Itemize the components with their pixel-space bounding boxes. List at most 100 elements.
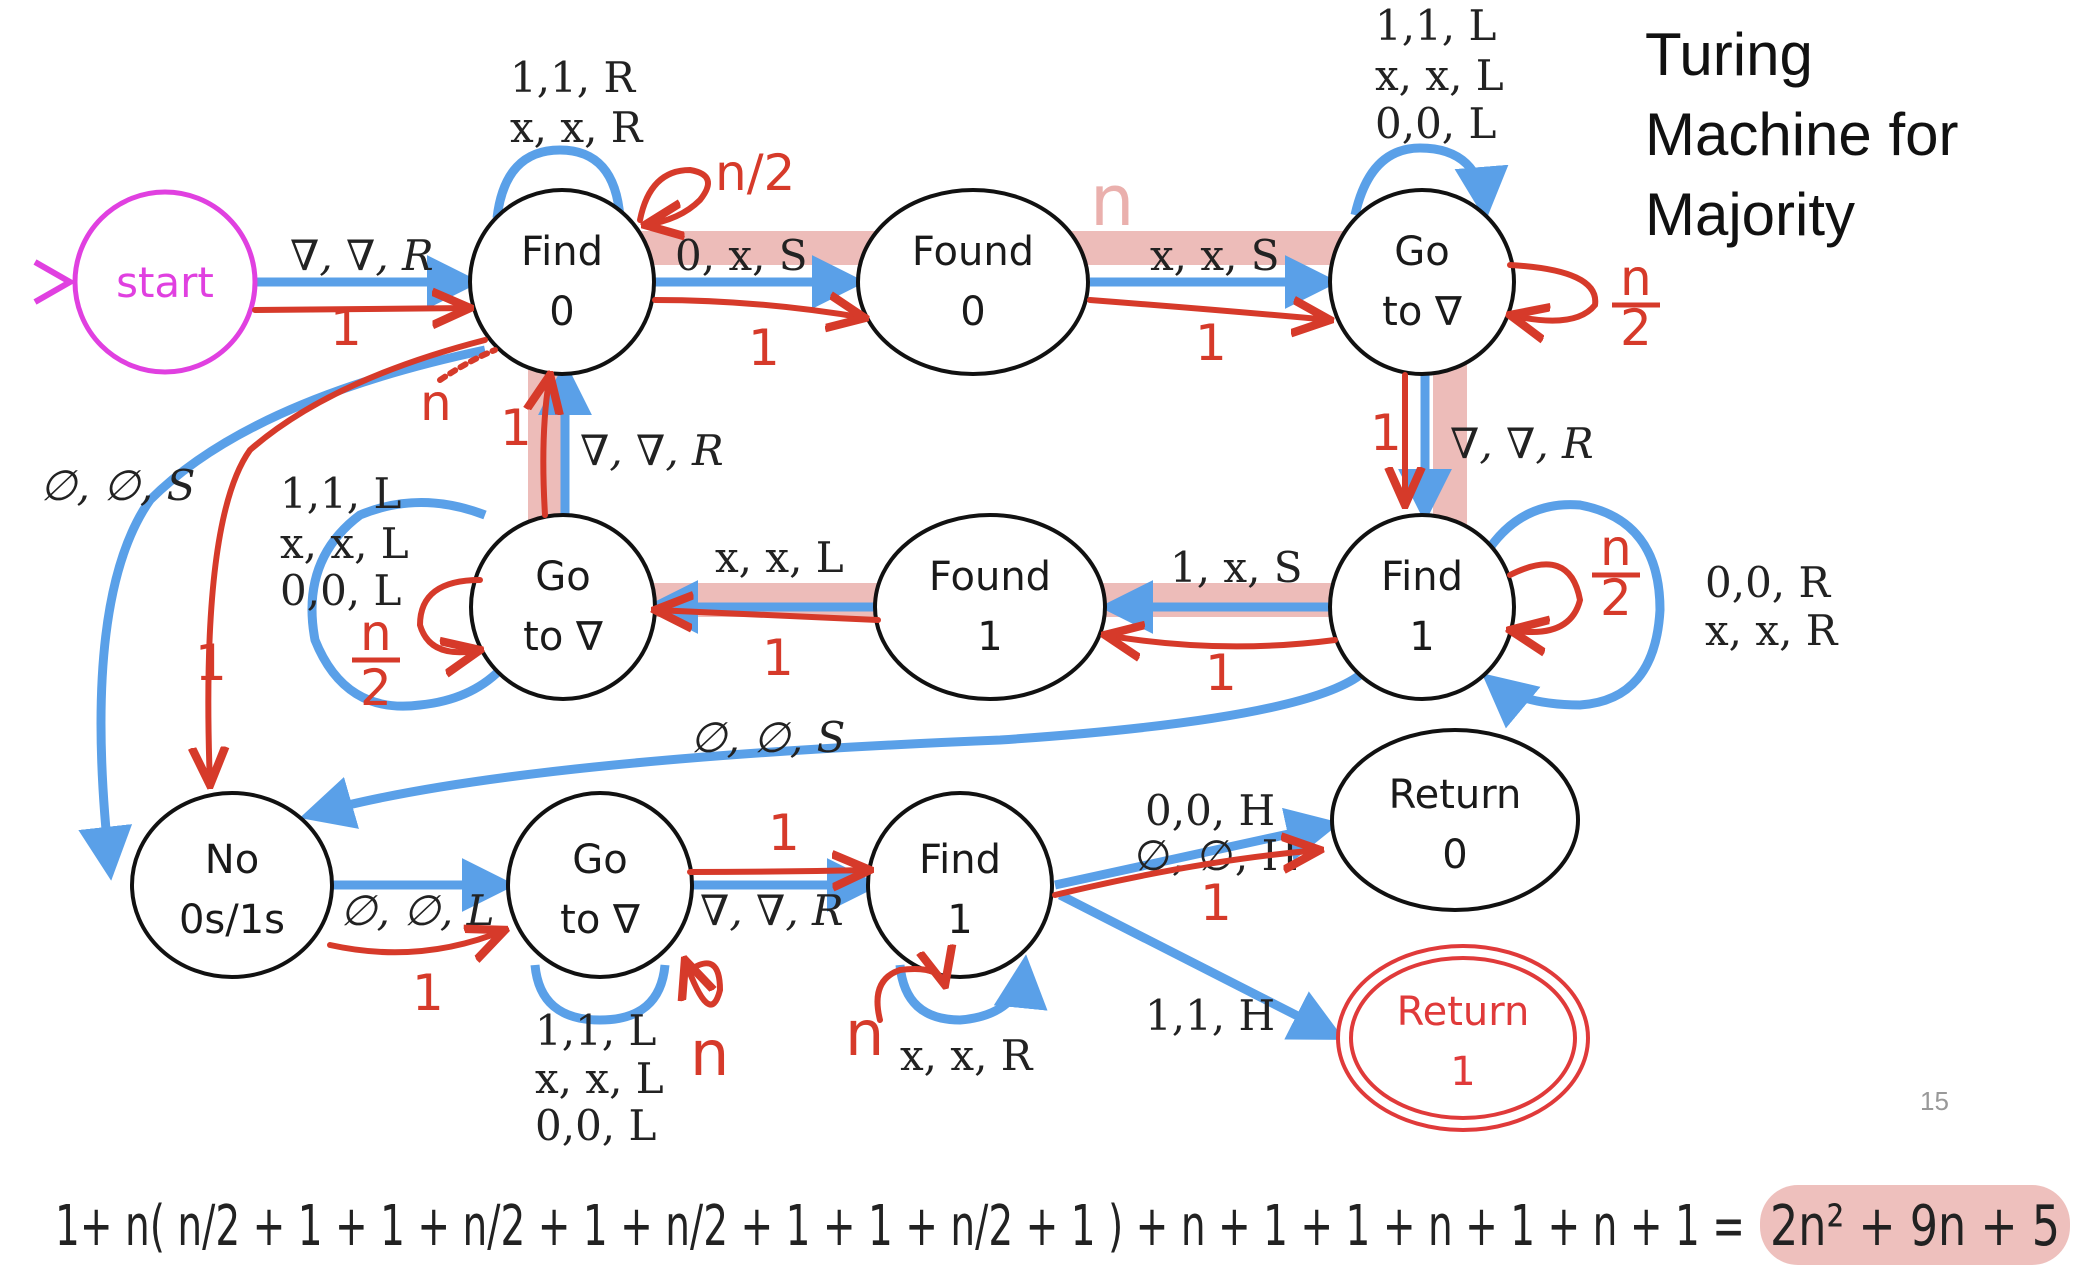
label-goto-mid-loop-2: x, x, L <box>280 519 409 568</box>
anno-frac-mid-num: n <box>360 604 392 662</box>
state-goto-mid-line1: Go <box>535 554 590 600</box>
edge-findbot-return1 <box>1057 890 1345 1040</box>
equation: 1+ n( n/2 + 1 + 1 + n/2 + 1 + n/2 + 1 + … <box>55 1194 2060 1259</box>
loop-goto-top <box>1350 143 1509 221</box>
state-found0: Found 0 <box>856 188 1090 376</box>
state-goto-top-line2: to ∇ <box>1382 289 1462 335</box>
state-return1-line2: 1 <box>1450 1049 1475 1095</box>
state-return1: Return 1 <box>1336 944 1590 1132</box>
state-goto-mid-line2: to ∇ <box>523 614 603 660</box>
label-gotobot-loop-3: 0,0, L <box>535 1101 656 1150</box>
label-findbot-return1: 1,1, H <box>1145 991 1275 1040</box>
anno-one-goto: 1 <box>1370 404 1402 462</box>
state-find0-line1: Find <box>521 229 603 275</box>
label-goto-top-loop-2: x, x, L <box>1375 51 1504 100</box>
state-find0: Find 0 <box>468 188 656 376</box>
state-goto-bot: Go to ∇ <box>506 791 694 979</box>
edge-find1-no <box>299 671 1363 829</box>
label-start-find0: ∇, ∇, R <box>290 231 434 280</box>
anno-one-find1: 1 <box>1205 644 1237 702</box>
label-findbot-return0-1: 0,0, H <box>1145 786 1275 835</box>
label-find1-found1: 1, x, S <box>1170 543 1303 592</box>
title-line-2: Machine for <box>1645 101 1958 168</box>
loop-find1-mid <box>1481 500 1665 729</box>
anno-frac-top-num: n <box>1620 249 1652 307</box>
state-find1-mid-line1: Find <box>1381 554 1463 600</box>
pink-n-label: n <box>1090 160 1134 242</box>
label-goto-find1: ∇, ∇, R <box>1450 419 1594 468</box>
loop-goto-bot <box>530 964 670 1025</box>
state-find1-bot: Find 1 <box>866 791 1054 979</box>
title-line-3: Majority <box>1645 181 1855 248</box>
anno-frac-top-den: 2 <box>1620 299 1652 357</box>
anno-frac-find1-den: 2 <box>1600 569 1632 627</box>
state-find0-line2: 0 <box>549 289 574 335</box>
state-no-line1: No <box>205 837 259 883</box>
label-goto-mid-loop-3: 0,0, L <box>280 566 401 615</box>
title-line-1: Turing <box>1645 21 1813 88</box>
state-goto-bot-line1: Go <box>572 837 627 883</box>
label-gotobot-loop-2: x, x, L <box>535 1054 664 1103</box>
label-gotobot-loop-1: 1,1, L <box>535 1006 656 1055</box>
state-no-line2: 0s/1s <box>179 897 285 943</box>
state-find1-mid: Find 1 <box>1328 513 1516 701</box>
result-highlight <box>1760 1185 2070 1265</box>
state-no: No 0s/1s <box>130 791 334 979</box>
anno-n-findbot: n <box>845 997 884 1070</box>
label-find1-no: ∅, ∅, S <box>690 713 845 762</box>
state-goto-top-line1: Go <box>1394 229 1449 275</box>
states: start Find 0 Found 0 Go to ∇ Go to ∇ <box>33 188 1590 1132</box>
loop-find0 <box>492 145 625 219</box>
state-found0-line2: 0 <box>960 289 985 335</box>
page-number: 15 <box>1920 1086 1949 1116</box>
slide-title: Turing Machine for Majority <box>1645 21 1958 248</box>
anno-n-gotobot: n <box>690 1017 729 1090</box>
state-return0-line2: 0 <box>1442 832 1467 878</box>
anno-one-nogoto: 1 <box>412 964 444 1022</box>
label-find0-found0: 0, x, S <box>675 231 808 280</box>
anno-one-no: 1 <box>195 634 227 692</box>
label-find1-loop-2: x, x, R <box>1705 606 1839 655</box>
anno-one-gotomid: 1 <box>500 399 532 457</box>
state-return1-line1: Return <box>1397 989 1530 1035</box>
label-no-gotobot: ∅, ∅, L <box>340 886 494 935</box>
label-find0-no: ∅, ∅, S <box>40 461 195 510</box>
state-find1-bot-line1: Find <box>919 837 1001 883</box>
red-annotation-labels: 1 1 1 1 1 1 1 1 1 1 1 n/2 n n n n 2 n 2 … <box>195 144 1660 1090</box>
anno-one-found1: 1 <box>762 629 794 687</box>
anno-one-find0: 1 <box>748 319 780 377</box>
state-goto-mid: Go to ∇ <box>469 513 657 701</box>
anno-frac-find1-num: n <box>1600 519 1632 577</box>
state-return0-line1: Return <box>1389 772 1522 818</box>
label-find0-loop-2: x, x, R <box>510 103 644 152</box>
red-annotations <box>208 166 1599 1023</box>
label-gotobot-findbot: ∇, ∇, R <box>700 886 844 935</box>
label-goto-top-loop-3: 0,0, L <box>1375 99 1496 148</box>
anno-one-found0: 1 <box>1195 314 1227 372</box>
anno-one-gotobot: 1 <box>768 804 800 862</box>
label-found1-goto: x, x, L <box>715 533 844 582</box>
loop-findbot <box>895 954 1048 1025</box>
state-return0: Return 0 <box>1330 728 1580 912</box>
anno-n-find0: n <box>420 374 452 432</box>
state-goto-top: Go to ∇ <box>1328 188 1516 376</box>
state-find1-bot-line2: 1 <box>947 897 972 943</box>
label-goto-find0: ∇, ∇, R <box>580 426 724 475</box>
state-found0-line1: Found <box>912 229 1034 275</box>
anno-n-half-find0: n/2 <box>715 144 795 202</box>
state-start: start <box>33 189 258 375</box>
label-find1-loop-1: 0,0, R <box>1705 558 1831 607</box>
state-find1-mid-line2: 1 <box>1409 614 1434 660</box>
label-found0-goto: x, x, S <box>1150 231 1280 280</box>
transition-labels: ∇, ∇, R 1,1, R x, x, R 0, x, S x, x, S 1… <box>40 1 1839 1150</box>
equation-expression: 1+ n( n/2 + 1 + 1 + n/2 + 1 + n/2 + 1 + … <box>55 1194 1745 1259</box>
state-goto-bot-line2: to ∇ <box>560 897 640 943</box>
anno-one-start: 1 <box>330 299 362 357</box>
state-start-label: start <box>116 258 214 307</box>
state-found1-line2: 1 <box>977 614 1002 660</box>
loop-goto-mid <box>307 498 504 711</box>
label-goto-top-loop-1: 1,1, L <box>1375 1 1496 50</box>
state-found1-line1: Found <box>929 554 1051 600</box>
anno-frac-mid-den: 2 <box>360 659 392 717</box>
